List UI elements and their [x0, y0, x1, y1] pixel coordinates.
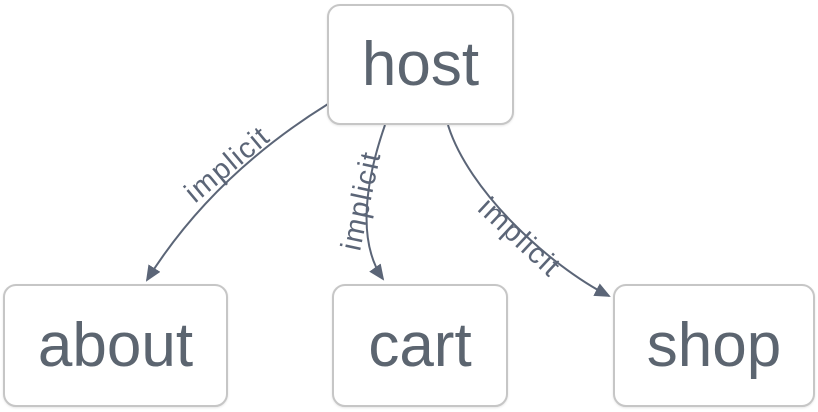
- node-shop-label: shop: [646, 310, 782, 380]
- edge-host-cart: [365, 124, 386, 281]
- edge-host-about: [145, 103, 329, 282]
- node-about-label: about: [37, 310, 194, 380]
- edge-host-shop: [447, 124, 611, 297]
- node-cart-label: cart: [368, 310, 472, 380]
- node-cart: cart: [332, 284, 508, 407]
- node-host: host: [327, 4, 514, 125]
- node-about: about: [3, 284, 228, 407]
- node-shop: shop: [613, 284, 815, 407]
- node-host-label: host: [361, 29, 480, 99]
